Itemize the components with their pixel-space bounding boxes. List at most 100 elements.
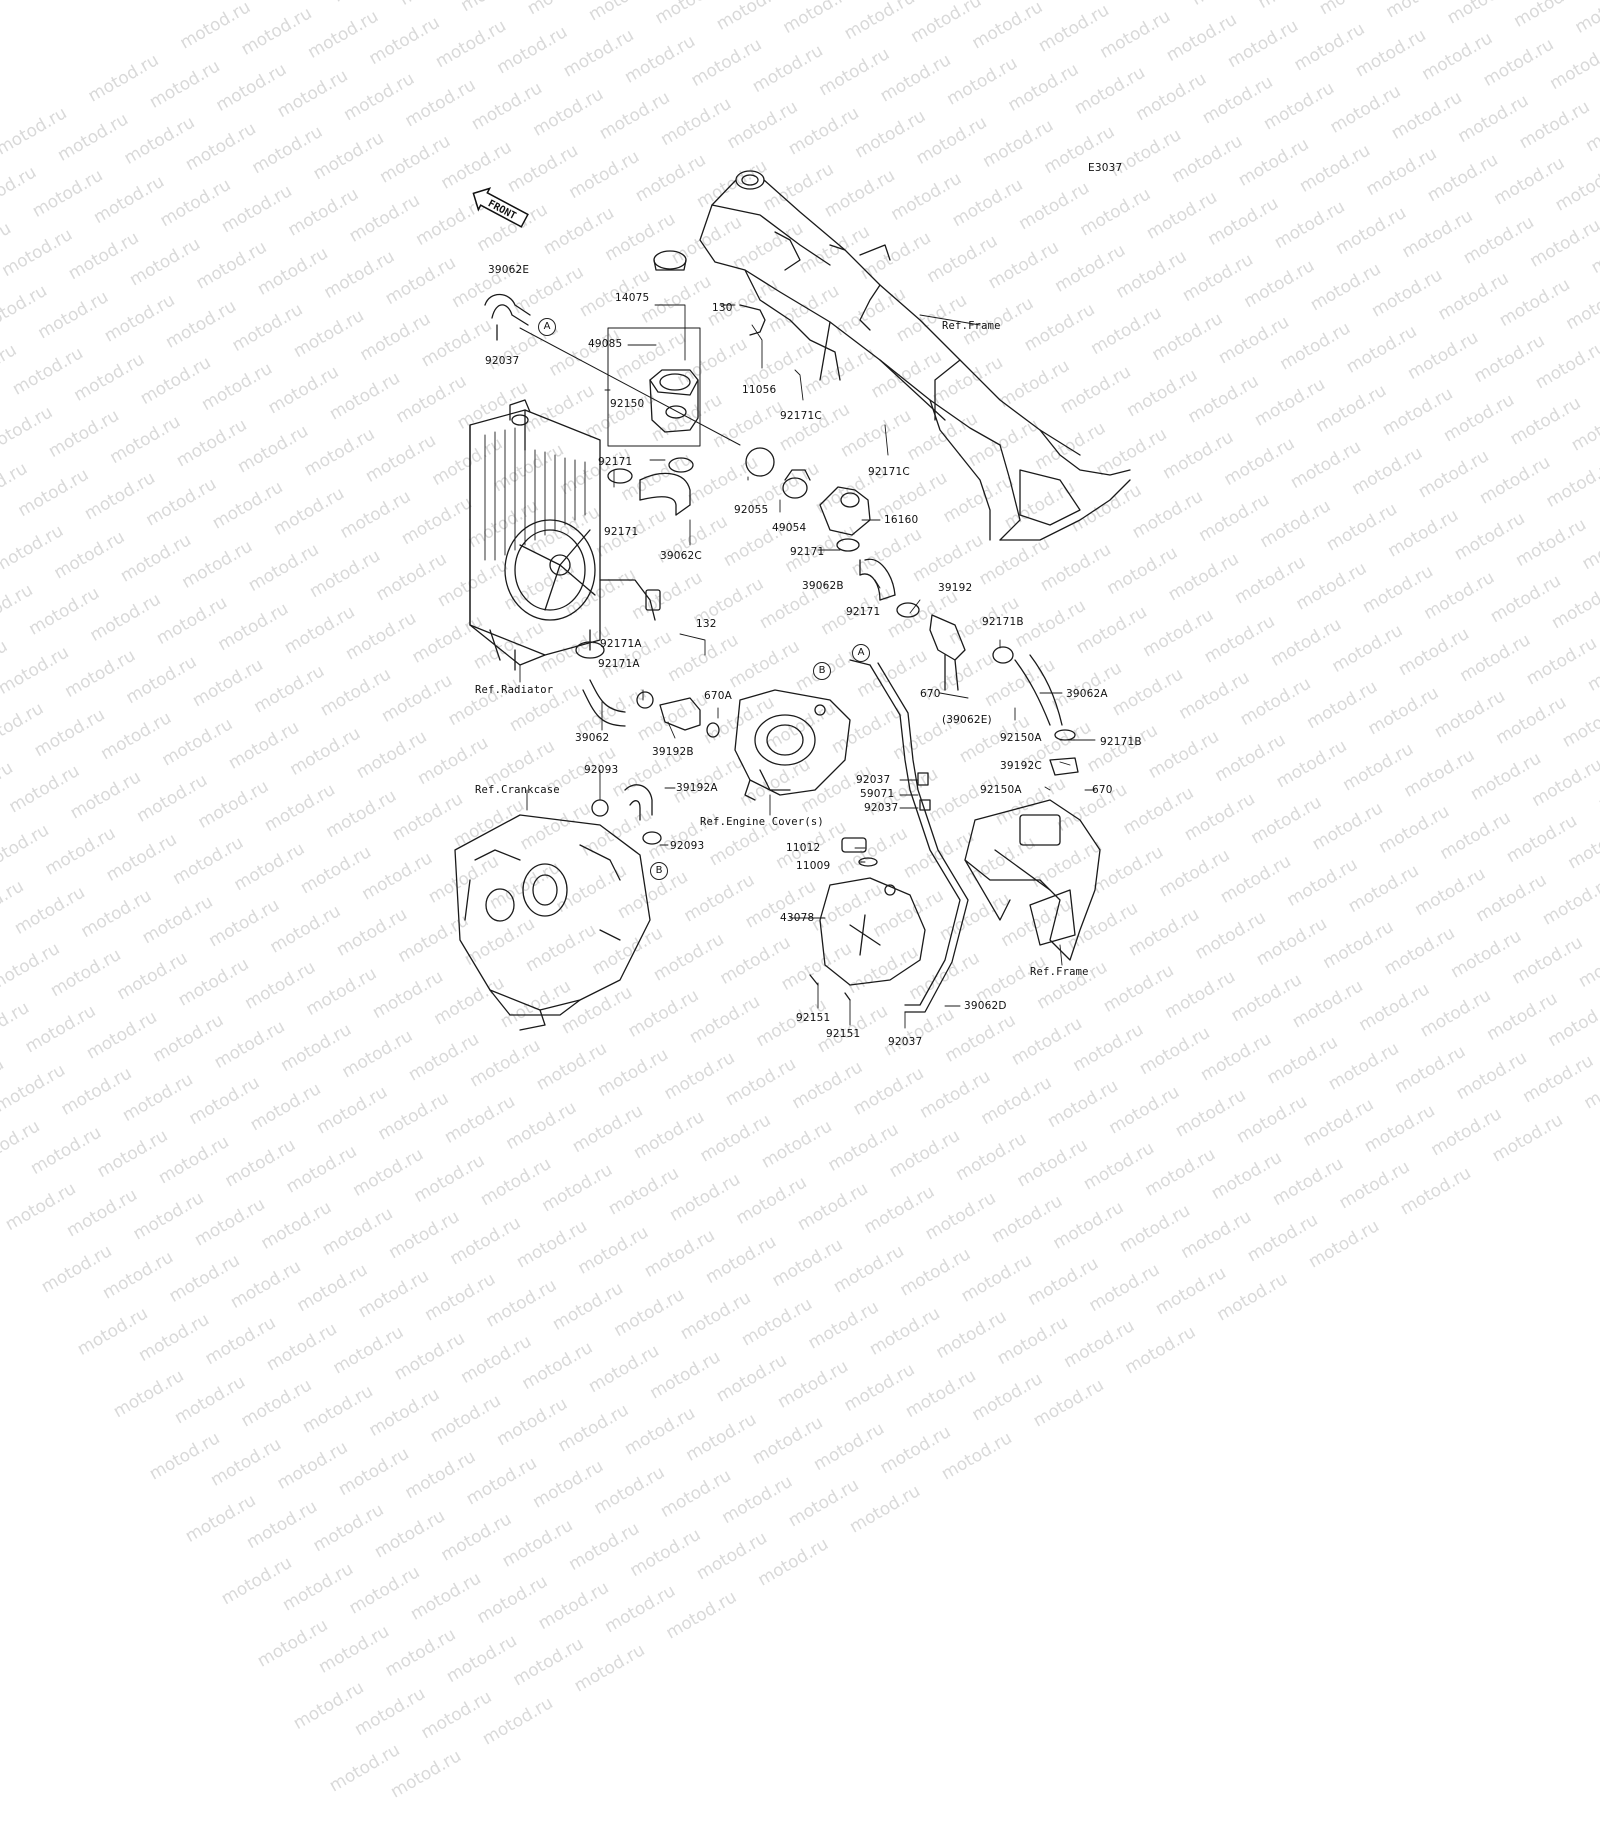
ref-engine-cover: Ref.Engine Cover(s) [700,816,824,828]
watermark-text: motod.ru [407,1568,485,1625]
part-label: 39192C [1000,760,1042,772]
watermark-text: motod.ru [443,1630,521,1688]
part-label: 49085 [588,338,623,350]
watermark-text: motod.ru [748,1412,827,1469]
ref-crankcase: Ref.Crankcase [475,784,560,796]
part-label: 11009 [796,860,831,872]
part-label: 92055 [734,504,769,516]
watermark-text: motod.ru [1116,1200,1194,1257]
watermark-text: motod.ru [784,1474,863,1532]
watermark-text: motod.ru [509,1633,588,1691]
watermark-text: motod.ru [988,1191,1066,1248]
watermark-text: motod.ru [385,1206,463,1264]
watermark-text: motod.ru [830,1241,908,1298]
hoses-drawing [484,293,1079,1013]
watermark-text: motod.ru [957,1250,1036,1307]
watermark-text: motod.ru [493,1393,571,1451]
watermark-text: motod.ru [682,1409,761,1466]
part-label: 92171B [982,616,1024,628]
part-label: 92093 [670,840,705,852]
watermark-text: motod.ru [417,1686,496,1744]
watermark-text: motod.ru [293,1259,372,1317]
part-label: 92151 [796,1012,831,1024]
watermark-text: motod.ru [207,1434,285,1491]
watermark-text: motod.ru [365,1384,444,1441]
watermark-text: motod.ru [702,1231,780,1289]
watermark-text: motod.ru [565,1518,643,1575]
watermark-text: motod.ru [640,1225,719,1282]
part-label: 92037 [485,355,520,367]
watermark-text: motod.ru [846,1481,924,1538]
watermark-text: motod.ru [462,1453,541,1510]
watermark-text: motod.ru [171,1372,249,1429]
watermark-text: motod.ru [273,1437,352,1494]
watermark-text: motod.ru [621,1403,699,1460]
watermark-text: motod.ru [309,1499,388,1557]
watermark-text: motod.ru [437,1509,516,1566]
watermark-text: motod.ru [446,1213,525,1270]
watermark-text: motod.ru [351,1683,429,1741]
part-label: 39062E [488,264,530,276]
watermark-text: motod.ru [243,1496,321,1554]
part-label: 92093 [584,764,619,776]
watermark-text: motod.ru [754,1534,833,1591]
watermark-text: motod.ru [135,1309,213,1366]
watermark-text: motod.ru [804,1297,883,1354]
watermark-text: motod.ru [1085,1259,1164,1317]
watermark-text: motod.ru [585,1340,663,1398]
watermark-text: motod.ru [371,1506,449,1563]
watermark-text: motod.ru [421,1269,499,1326]
engine-cover-drawing [734,689,851,801]
part-label: 49054 [772,522,807,534]
watermark-text: motod.ru [534,1577,613,1635]
watermark-text: motod.ru [479,1693,557,1750]
part-label: 670A [704,690,733,702]
part-label: 43078 [780,912,815,924]
watermark-text: motod.ru [217,1552,296,1610]
watermark-text: motod.ru [993,1312,1072,1370]
part-label: 16160 [884,514,919,526]
ref-frame-bottom: Ref.Frame [1030,966,1089,978]
ref-radiator: Ref.Radiator [475,684,554,696]
watermark-text: motod.ru [718,1471,797,1529]
watermark-text: motod.ru [37,1241,116,1298]
watermark-text: motod.ru [518,1337,597,1395]
watermark-text: motod.ru [299,1381,377,1438]
part-label: 39062B [802,580,844,592]
watermark-text: motod.ru [513,1216,591,1273]
watermark-text: motod.ru [601,1580,679,1638]
watermark-text: motod.ru [932,1306,1011,1363]
watermark-text: motod.ru [387,1746,465,1803]
radiator-drawing [469,399,661,671]
watermark-text: motod.ru [73,1303,152,1360]
part-label: 92151 [826,1028,861,1040]
watermark-text: motod.ru [257,1197,336,1254]
watermark-text: motod.ru [657,1465,735,1522]
part-label: 92037 [888,1036,923,1048]
watermark-text: motod.ru [99,1247,177,1304]
watermark-text: motod.ru [253,1615,332,1672]
front-arrow-icon: FRONT [472,187,529,228]
part-label: 130 [712,302,733,314]
marker-a-top: A [538,318,556,336]
marker-b-bottom: B [650,862,668,880]
watermark-text: motod.ru [902,1365,980,1423]
part-label: 39192A [676,782,718,794]
crankcase-drawing [454,814,651,1031]
watermark-text: motod.ru [318,1203,397,1260]
part-label: 92150A [980,784,1022,796]
watermark-text: motod.ru [263,1319,341,1376]
part-label: 92171C [780,410,822,422]
watermark-text: motod.ru [774,1356,852,1413]
reservoir-drawing [809,837,926,1001]
diagram-code: E3037 [1088,162,1123,174]
marker-a-mid: A [852,644,870,662]
watermark-text: motod.ru [457,1331,535,1388]
part-label: 14075 [615,292,650,304]
watermark-text: motod.ru [181,1490,260,1547]
watermark-text: motod.ru [289,1677,368,1734]
watermark-text: motod.ru [938,1428,1016,1485]
part-label: 39192B [652,746,694,758]
watermark-text: motod.ru [810,1418,888,1476]
part-label: 132 [696,618,717,630]
